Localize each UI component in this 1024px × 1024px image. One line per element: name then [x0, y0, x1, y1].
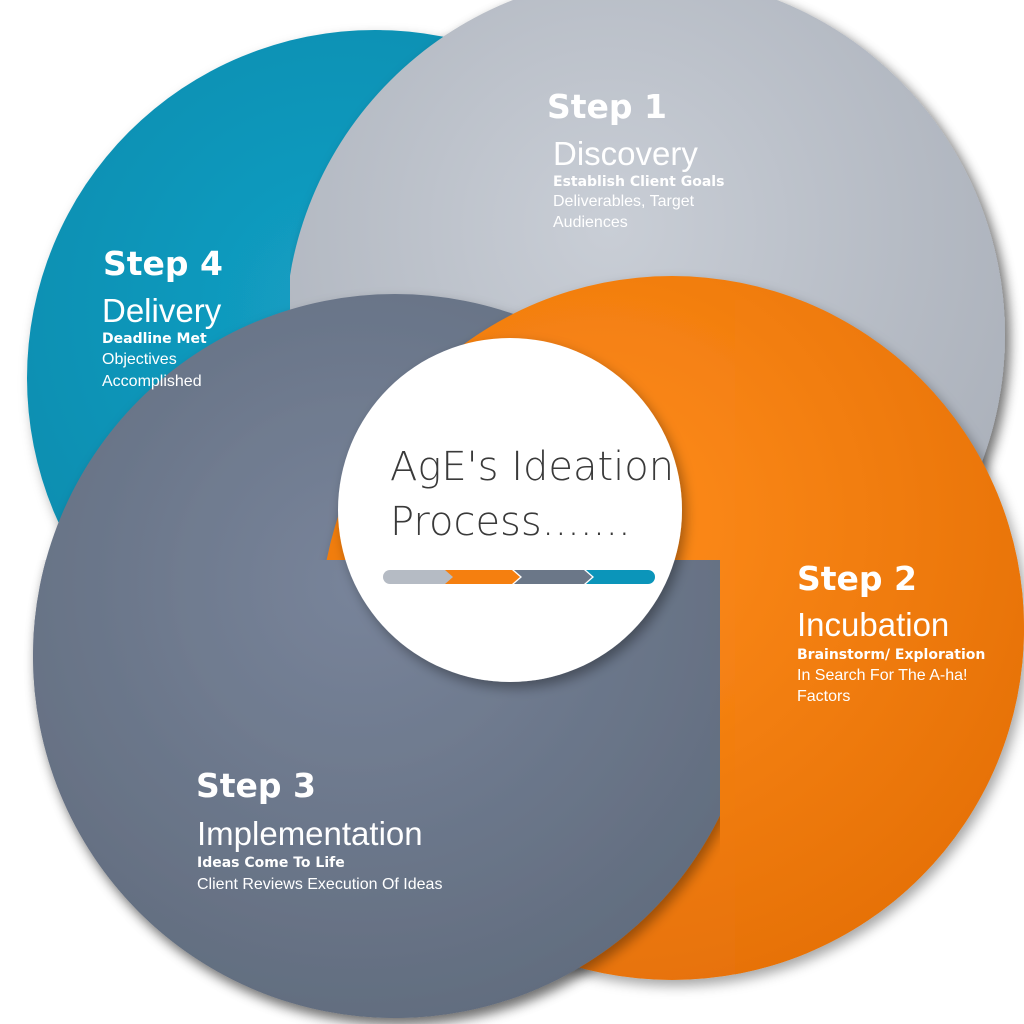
- step3-desc-line1: Client Reviews Execution Of Ideas: [197, 876, 442, 893]
- step2-name: Incubation: [797, 606, 949, 643]
- step3-title: Step 3: [196, 766, 316, 805]
- step2-text: Step 2 Incubation Brainstorm/ Exploratio…: [797, 559, 985, 705]
- progress-segment-step1: [383, 570, 459, 584]
- step4-subtitle: Deadline Met: [102, 331, 207, 347]
- step2-desc-line1: In Search For The A-ha!: [797, 667, 967, 684]
- center-title-line1: AgE's Ideation: [390, 444, 674, 490]
- step4-text: Step 4 Delivery Deadline Met Objectives …: [102, 244, 223, 390]
- step1-desc-line1: Deliverables, Target: [553, 193, 695, 210]
- step1-desc-line2: Audiences: [553, 214, 628, 231]
- center-circle: [338, 338, 682, 682]
- step4-desc-line1: Objectives: [102, 351, 177, 368]
- step4-desc-line2: Accomplished: [102, 373, 202, 390]
- step3-text: Step 3 Implementation Ideas Come To Life…: [196, 766, 442, 893]
- step3-subtitle: Ideas Come To Life: [197, 855, 345, 871]
- progress-segment-step3: [514, 570, 592, 584]
- progress-segment-step4: [586, 570, 655, 584]
- step4-title: Step 4: [103, 244, 223, 283]
- step2-subtitle: Brainstorm/ Exploration: [797, 647, 985, 663]
- step2-desc-line2: Factors: [797, 688, 850, 705]
- step4-name: Delivery: [102, 292, 222, 329]
- step2-front-disc: [735, 300, 1024, 975]
- step1-name: Discovery: [553, 135, 698, 172]
- step1-text: Step 1 Discovery Establish Client Goals …: [547, 87, 724, 231]
- center-progress-bar: [383, 570, 655, 584]
- center-title-line2: Process.......: [390, 499, 631, 545]
- progress-segment-step2: [445, 570, 520, 584]
- step3-name: Implementation: [197, 815, 423, 852]
- step1-title: Step 1: [547, 87, 667, 126]
- step1-subtitle: Establish Client Goals: [553, 174, 724, 190]
- step2-title: Step 2: [797, 559, 917, 598]
